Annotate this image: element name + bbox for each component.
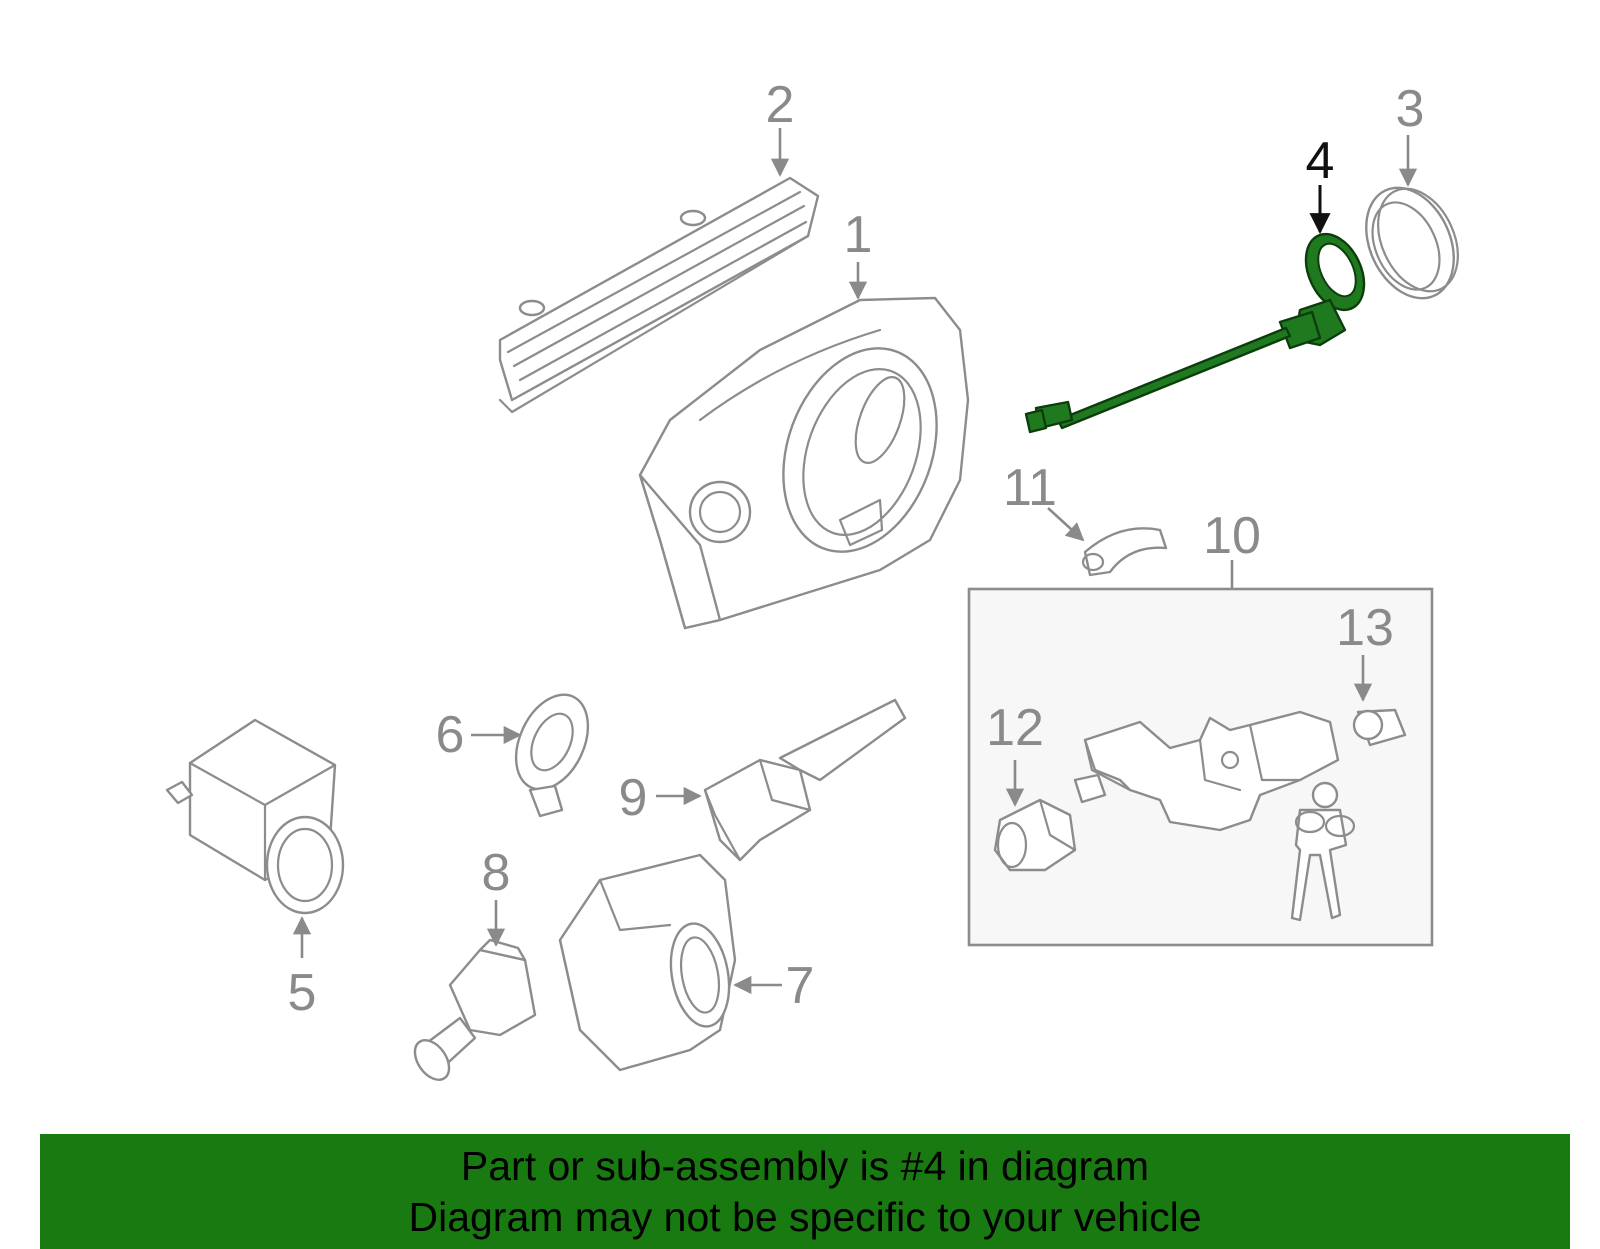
part-1-column-shroud xyxy=(638,296,970,630)
callout-2: 2 xyxy=(766,76,795,134)
part-13-clip xyxy=(1352,708,1407,747)
part-11-clip xyxy=(1081,527,1168,577)
part-6-ring xyxy=(514,693,590,818)
callout-1: 1 xyxy=(844,206,873,264)
callout-9: 9 xyxy=(619,769,648,827)
part-3-ring xyxy=(1365,186,1459,300)
part-10-lock-housing xyxy=(1073,710,1340,832)
part-7-clock-spring xyxy=(558,853,737,1072)
part-4-immobilizer-antenna xyxy=(1024,232,1366,434)
banner-line-part: Part or sub-assembly is #4 in diagram xyxy=(460,1142,1150,1189)
callout-11: 11 xyxy=(1003,459,1057,517)
info-banner: Part or sub-assembly is #4 in diagram Di… xyxy=(40,1134,1570,1249)
callout-3: 3 xyxy=(1396,80,1425,138)
banner-line-disclaimer: Diagram may not be specific to your vehi… xyxy=(408,1193,1202,1240)
callout-5: 5 xyxy=(288,964,317,1022)
callout-12: 12 xyxy=(986,699,1044,757)
part-2-trim-strip xyxy=(498,176,820,414)
leader-lines xyxy=(292,128,1418,995)
callout-6: 6 xyxy=(436,706,465,764)
callout-8: 8 xyxy=(482,844,511,902)
part-5-module xyxy=(165,718,345,915)
callout-4: 4 xyxy=(1306,132,1335,190)
callout-13: 13 xyxy=(1336,599,1394,657)
callout-10: 10 xyxy=(1203,507,1261,565)
callout-7: 7 xyxy=(786,957,815,1015)
part-9-switch xyxy=(703,698,907,862)
part-12-lock-cylinder xyxy=(993,798,1077,872)
part-8-sensor xyxy=(413,938,537,1081)
keys xyxy=(1290,781,1356,922)
